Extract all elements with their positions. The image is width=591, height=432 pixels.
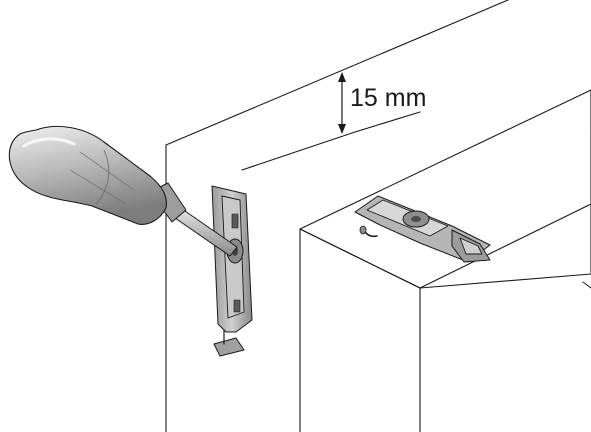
dimension-15mm: 15 mm <box>338 72 426 134</box>
wall-panel <box>165 0 509 432</box>
wall-bracket-icon <box>211 185 253 357</box>
dimension-label: 15 mm <box>350 84 426 112</box>
panel-bracket-icon <box>354 195 491 263</box>
door-panel <box>299 89 591 432</box>
screwdriver-icon <box>8 125 238 257</box>
